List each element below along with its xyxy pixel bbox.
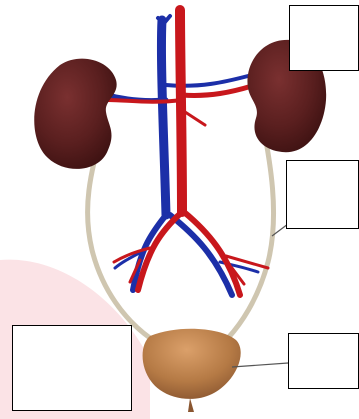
label-box-top-right-text <box>290 6 358 12</box>
left-kidney <box>34 59 116 169</box>
label-box-bottom-left-text <box>13 326 131 332</box>
urethra <box>188 398 194 412</box>
label-box-top-right[interactable] <box>289 5 359 71</box>
right-ureter <box>228 120 274 338</box>
label-box-bottom-left[interactable] <box>12 325 132 411</box>
aorta <box>108 10 268 295</box>
label-box-mid-right-text <box>287 161 358 167</box>
urinary-bladder <box>143 329 241 399</box>
label-box-bottom-right-text <box>289 334 358 340</box>
label-box-mid-right[interactable] <box>286 160 359 229</box>
label-box-bottom-right[interactable] <box>288 333 359 389</box>
leader-line-bottom-right <box>232 363 288 367</box>
